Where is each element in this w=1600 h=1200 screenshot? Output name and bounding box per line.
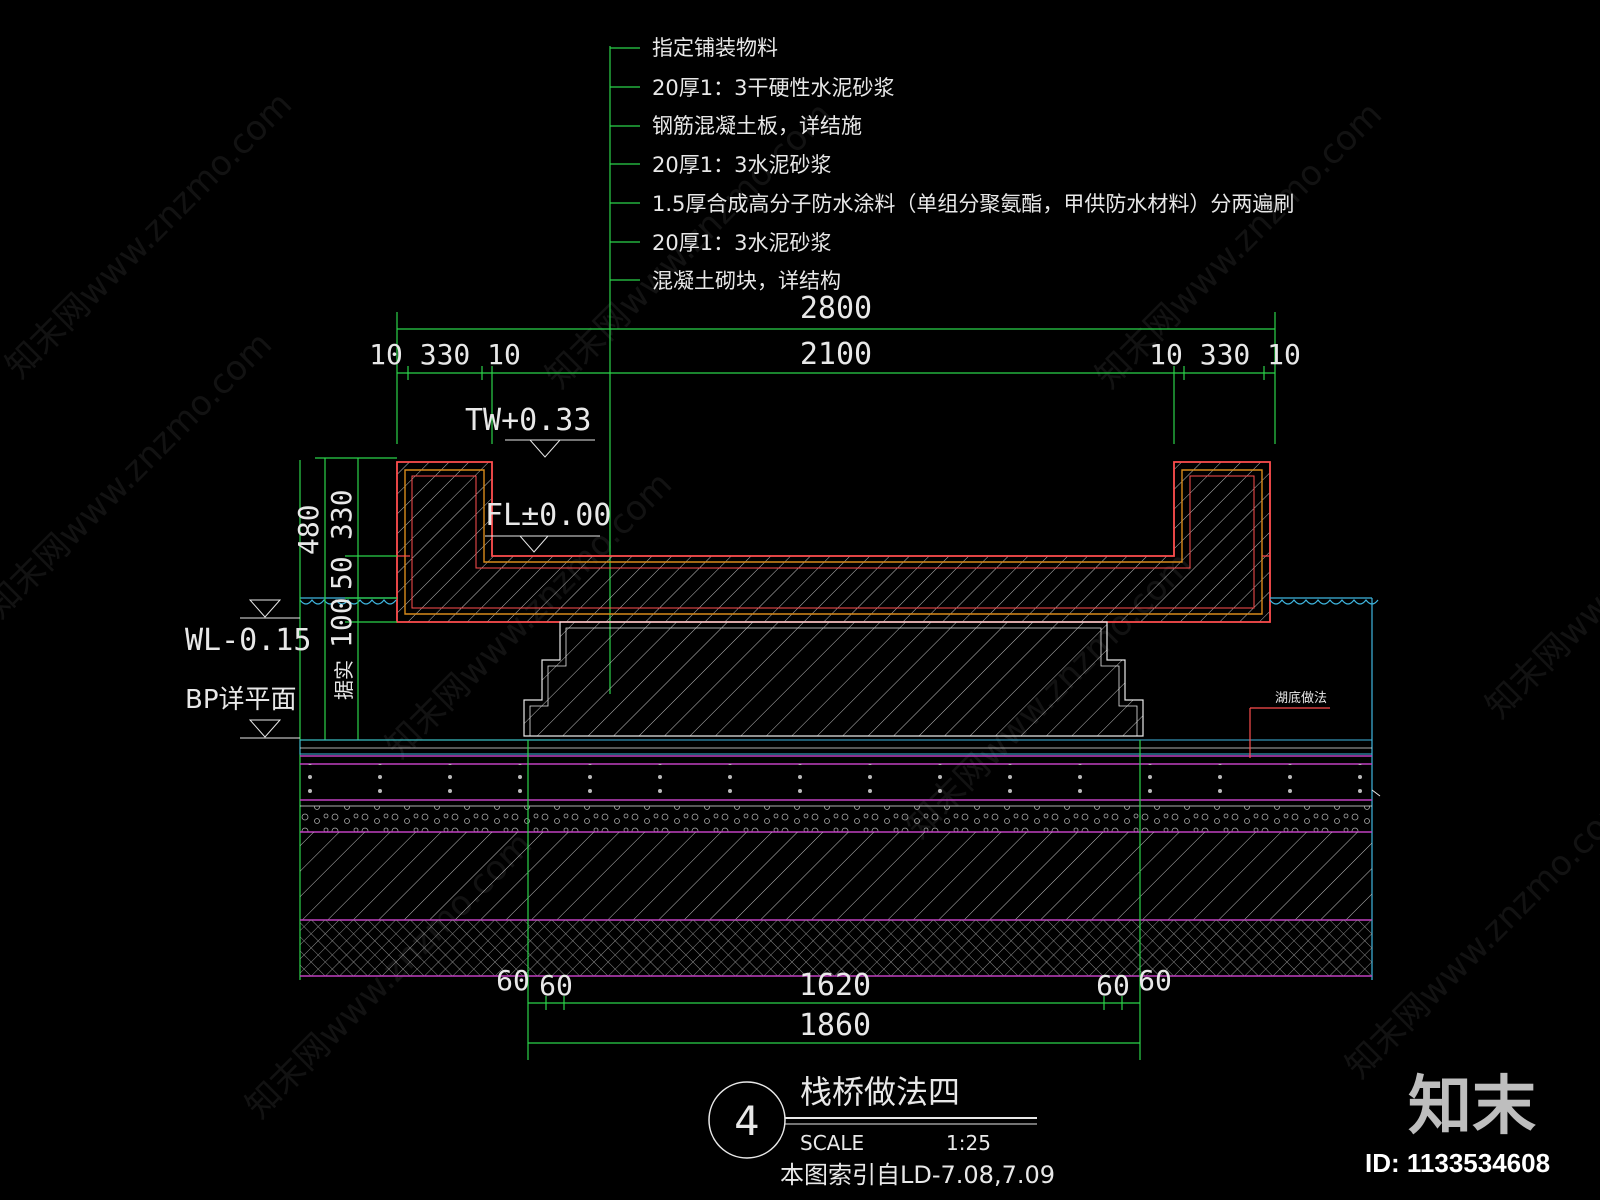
tw-level-label: TW+0.33: [465, 403, 591, 438]
stepped-pier: [523, 621, 1144, 737]
detail-title: 栈桥做法四: [800, 1073, 960, 1111]
dim-overall-top: 2800: [800, 291, 872, 326]
note-3: 钢筋混凝土板，详结施: [652, 114, 862, 138]
brand-logo: 知末 ID: 1133534608: [1365, 1070, 1550, 1178]
bp-level-label: BP详平面: [185, 685, 297, 715]
dim-bottom-60d: 60: [1138, 964, 1172, 997]
brand-id: ID: 1133534608: [1365, 1148, 1550, 1178]
note-4: 20厚1：3水泥砂浆: [652, 153, 831, 177]
reference-note: 本图索引自LD-7.08,7.09: [780, 1161, 1055, 1189]
slab-section: [396, 461, 1271, 623]
dim-right-group: 10 330 10: [1149, 338, 1301, 371]
tw-level-marker: TW+0.33: [465, 403, 595, 458]
wl-level-label: WL-0.15: [185, 623, 311, 658]
dim-middle-top: 2100: [800, 337, 872, 372]
wl-level-marker: WL-0.15: [185, 599, 311, 658]
title-block: 4 栈桥做法四 SCALE 1:25 本图索引自LD-7.08,7.09: [708, 1073, 1055, 1189]
lakebed-callout: 湖底做法: [1249, 690, 1330, 758]
brand-logo-text: 知末: [1408, 1070, 1536, 1144]
fl-level-label: FL±0.00: [485, 498, 611, 533]
lakebed-callout-label: 湖底做法: [1275, 690, 1327, 706]
note-5: 1.5厚合成高分子防水涂料（单组分聚氨酯，甲供防水材料）分两遍刷: [652, 192, 1294, 216]
dim-left-group: 10 330 10: [369, 338, 521, 371]
scale-label: SCALE: [800, 1131, 864, 1155]
bottom-dimensions: [527, 740, 1141, 1060]
note-2: 20厚1：3干硬性水泥砂浆: [652, 76, 894, 100]
dim-total-height: 480: [292, 504, 325, 555]
dim-330: 330: [325, 489, 358, 540]
note-1: 指定铺装物料: [652, 36, 778, 60]
note-7: 混凝土砌块，详结构: [652, 269, 841, 293]
dim-bottom-overall: 1860: [799, 1008, 871, 1043]
watermark-text: 知末网www.znzmo.com: [1338, 784, 1600, 1086]
dim-100: 100: [325, 597, 358, 648]
dim-bottom-middle: 1620: [799, 968, 871, 1003]
fl-level-marker: FL±0.00: [485, 498, 611, 553]
detail-number: 4: [734, 1099, 759, 1145]
scale-value: 1:25: [946, 1131, 991, 1155]
lake-bottom-layers: [299, 739, 1381, 977]
note-6: 20厚1：3水泥砂浆: [652, 231, 831, 255]
dim-bottom-60c: 60: [1096, 969, 1130, 1002]
material-notes: 指定铺装物料 20厚1：3干硬性水泥砂浆 钢筋混凝土板，详结施 20厚1：3水泥…: [609, 36, 1294, 694]
dim-50: 50: [325, 556, 358, 590]
top-dimensions: [396, 312, 1276, 444]
watermark-text: 知末网www.znzmo.com: [1478, 424, 1600, 726]
dim-as-built: 据实: [332, 660, 356, 700]
bp-level-marker: BP详平面: [185, 685, 300, 739]
dim-bottom-60a: 60: [496, 964, 530, 997]
dim-bottom-60b: 60: [539, 969, 573, 1002]
detail-number-circle: [708, 1081, 786, 1159]
